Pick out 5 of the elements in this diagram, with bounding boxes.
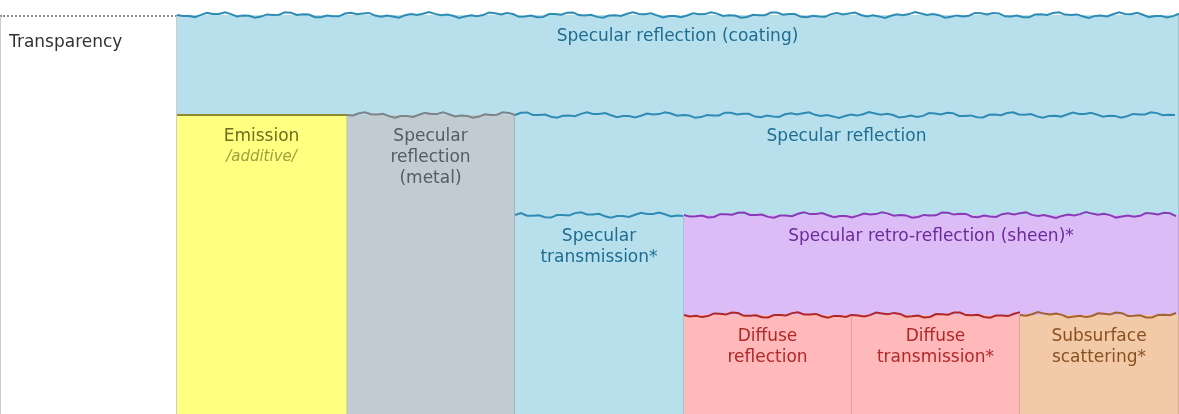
layer-label: Emission <box>222 125 301 146</box>
layer-panel <box>0 15 177 414</box>
layer-label: Transparency <box>9 31 124 52</box>
layer-band <box>177 115 347 414</box>
layer-note: /additive/ <box>224 146 299 167</box>
